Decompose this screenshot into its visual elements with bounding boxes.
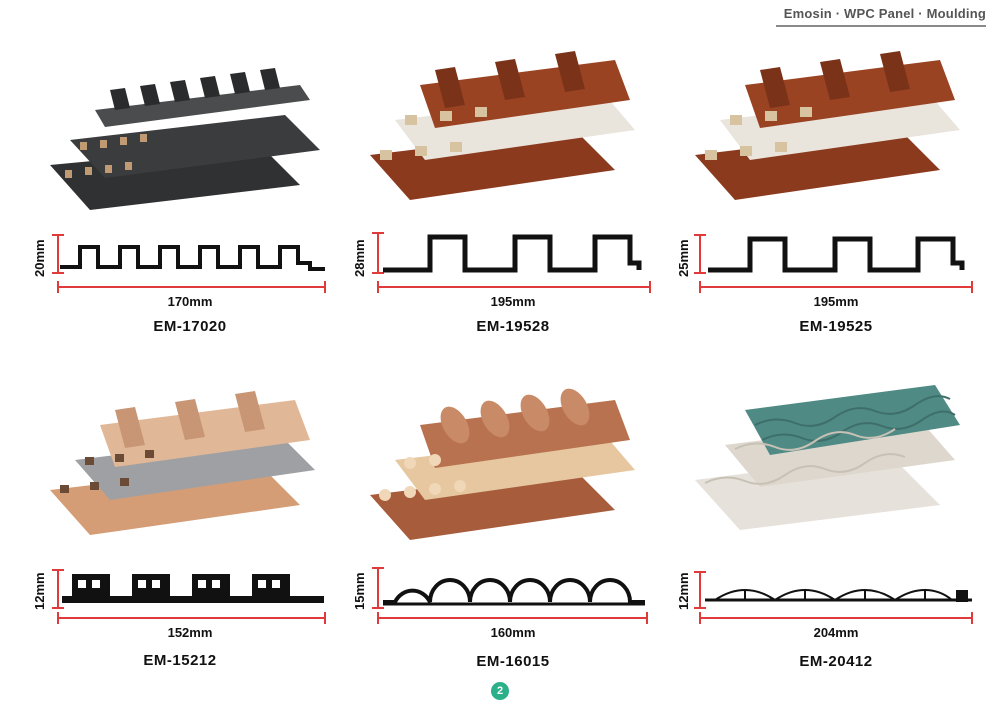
brand-header: Emosin · WPC Panel · Moulding: [776, 6, 986, 27]
width-dimension: 204mm: [813, 625, 859, 640]
model-code: EM-16015: [476, 653, 550, 670]
page-number-badge: 2: [491, 682, 509, 700]
brand-line: Emosin · WPC Panel · Moulding: [783, 6, 986, 21]
model-code: EM-20412: [799, 653, 873, 670]
height-dimension: 20mm: [32, 239, 47, 277]
profile-drawing: [372, 567, 648, 624]
profile-drawing: [694, 571, 973, 624]
height-dimension: 12mm: [32, 572, 47, 610]
height-dimension: 15mm: [352, 572, 367, 610]
width-dimension: 195mm: [813, 294, 859, 309]
model-code: EM-19525: [799, 318, 873, 335]
panel-photo-slats-dark: [50, 68, 320, 210]
height-dimension: 28mm: [352, 239, 367, 277]
profile-drawing: [52, 234, 326, 293]
profile-drawing: [52, 569, 326, 624]
panel-photo-slats-light: [50, 391, 315, 535]
width-dimension: 170mm: [167, 294, 213, 309]
model-code: EM-15212: [143, 652, 217, 669]
profile-drawing: [372, 232, 651, 293]
panel-photo-wood-box: [370, 51, 635, 200]
width-dimension: 160mm: [490, 625, 536, 640]
model-code: EM-19528: [476, 318, 550, 335]
width-dimension: 152mm: [167, 625, 213, 640]
panel-photo-wave: [695, 385, 960, 530]
height-dimension: 25mm: [676, 239, 691, 277]
height-dimension: 12mm: [676, 572, 691, 610]
panel-photo-wood-box: [695, 51, 960, 200]
width-dimension: 195mm: [490, 294, 536, 309]
panel-photo-round: [370, 388, 635, 540]
model-code: EM-17020: [153, 318, 227, 335]
header-divider: [776, 25, 986, 27]
profile-drawing: [694, 234, 973, 293]
